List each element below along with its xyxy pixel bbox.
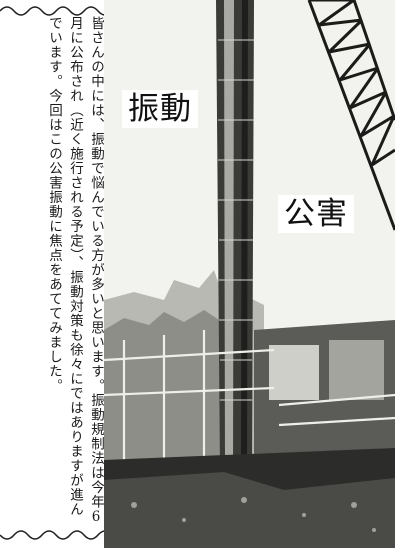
photo-illustration: [104, 0, 395, 548]
pile-driver-photo: [104, 0, 395, 548]
article-text: 皆さんの中には、振動で悩んでいる方が多いと思います。振動規制法は今年6月に公布さ…: [0, 16, 110, 528]
headline-vibration: 振動: [122, 90, 198, 128]
headline-pollution: 公害: [278, 195, 354, 233]
bottom-wavy-border: [0, 530, 110, 540]
article-paragraph: 皆さんの中には、振動で悩んでいる方が多いと思います。振動規制法は今年6月に公布さ…: [46, 16, 104, 526]
top-wavy-border: [0, 6, 110, 16]
